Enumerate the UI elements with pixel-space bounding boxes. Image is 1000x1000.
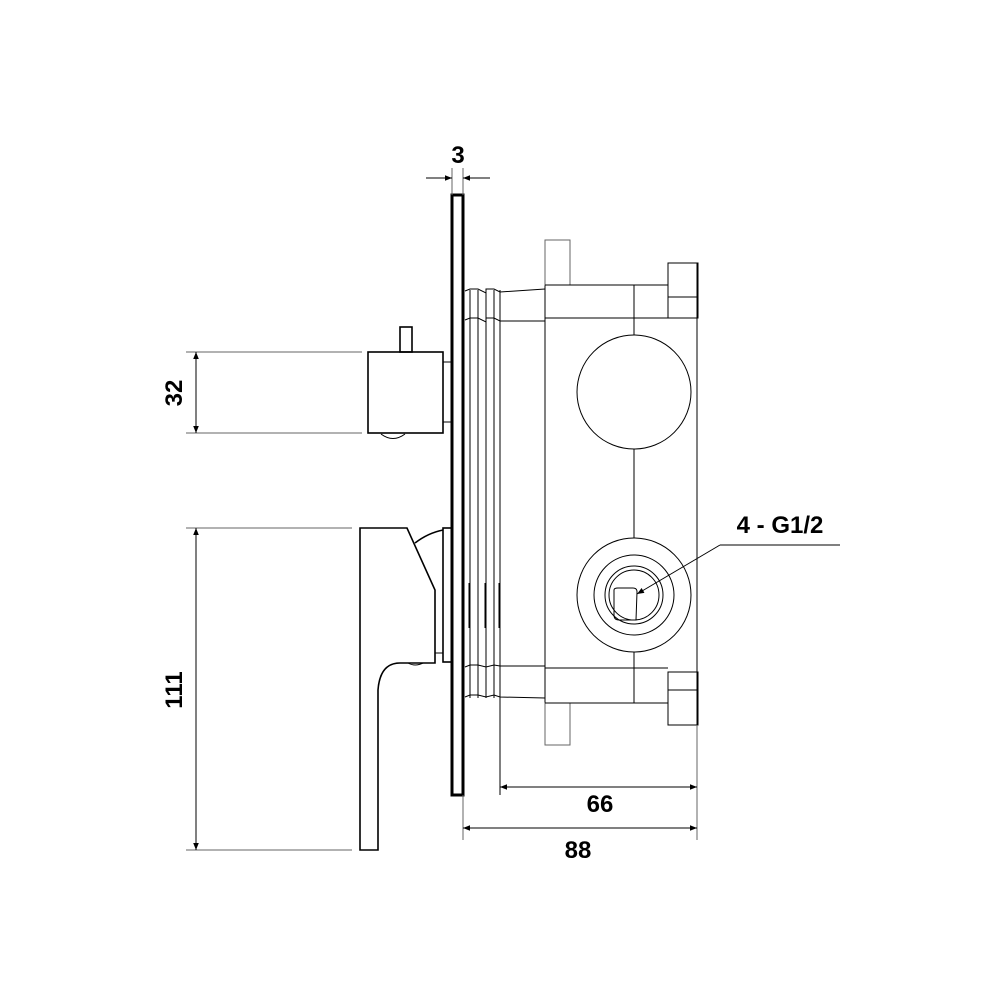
dim-label-111: 111 — [161, 671, 188, 708]
wall-plate — [450, 193, 465, 797]
dim-label-32: 32 — [161, 380, 188, 407]
dim-label-3: 3 — [451, 142, 464, 169]
dimension-handle-height: 32 — [161, 351, 362, 434]
valve-body — [544, 239, 699, 746]
callout-connection: 4 - G1/2 — [636, 512, 840, 595]
dimension-body-depth: 66 — [500, 725, 698, 840]
inlet-port — [576, 537, 692, 653]
dimension-total-depth: 88 — [462, 795, 697, 864]
dim-label-66: 66 — [587, 791, 614, 818]
callout-label: 4 - G1/2 — [737, 512, 824, 539]
diverter-knob — [367, 326, 453, 439]
dimension-lever-height: 111 — [161, 527, 352, 851]
threaded-sleeve — [464, 288, 546, 795]
lever-handle — [359, 527, 453, 851]
dim-label-88: 88 — [565, 837, 592, 864]
dimension-plate-thickness: 3 — [426, 142, 490, 195]
